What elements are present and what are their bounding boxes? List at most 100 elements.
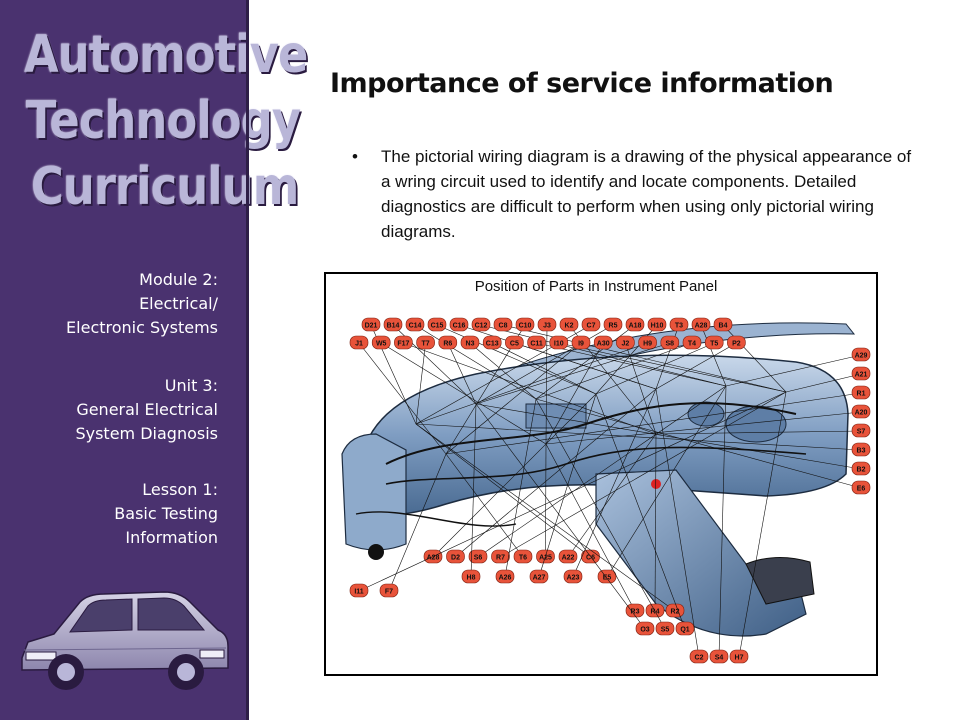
connector-tag: D2 bbox=[446, 388, 657, 564]
svg-text:A28: A28 bbox=[427, 555, 440, 562]
svg-text:B4: B4 bbox=[719, 323, 728, 330]
connector-tag: S4 bbox=[709, 385, 729, 664]
svg-text:B3: B3 bbox=[857, 448, 866, 455]
connector-tag: H7 bbox=[729, 391, 787, 664]
connector-tag: A23 bbox=[563, 388, 657, 584]
svg-text:S8: S8 bbox=[666, 341, 675, 348]
connector-tag: R7 bbox=[491, 391, 787, 564]
connector-tag: T5 bbox=[595, 335, 724, 395]
connector-tag: I10 bbox=[549, 335, 787, 393]
connector-tag: S6 bbox=[468, 385, 727, 564]
lesson-line-2: Information bbox=[125, 528, 218, 547]
connector-tag: D21 bbox=[361, 317, 417, 425]
svg-text:N3: N3 bbox=[466, 341, 475, 348]
connector-tag: A26 bbox=[495, 398, 537, 584]
svg-text:I11: I11 bbox=[354, 589, 363, 596]
svg-text:A23: A23 bbox=[567, 575, 580, 582]
svg-text:C5: C5 bbox=[510, 341, 519, 348]
connector-tag: W5 bbox=[371, 335, 547, 445]
connector-tag: K2 bbox=[559, 317, 657, 435]
svg-text:D2: D2 bbox=[451, 555, 460, 562]
unit-line-2: System Diagnosis bbox=[75, 424, 218, 443]
connector-tag: A29 bbox=[725, 347, 871, 387]
connector-tag: A21 bbox=[785, 366, 871, 393]
svg-text:C12: C12 bbox=[475, 323, 488, 330]
module-line-1: Electrical/ bbox=[139, 294, 218, 313]
svg-text:A18: A18 bbox=[629, 323, 642, 330]
svg-text:F7: F7 bbox=[385, 589, 393, 596]
svg-text:A30: A30 bbox=[597, 341, 610, 348]
connector-tag: H8 bbox=[461, 403, 481, 584]
connector-tag: A22 bbox=[558, 433, 657, 564]
car-illustration bbox=[21, 591, 229, 690]
connector-tag: N3 bbox=[460, 335, 537, 400]
connector-tag: J2 bbox=[616, 335, 657, 435]
bullet-text: The pictorial wiring diagram is a drawin… bbox=[381, 147, 912, 241]
svg-text:C13: C13 bbox=[486, 341, 499, 348]
svg-text:C6: C6 bbox=[586, 555, 595, 562]
svg-text:A22: A22 bbox=[562, 555, 575, 562]
brand-line-1: Automotive bbox=[24, 25, 308, 85]
lesson-line-1: Basic Testing bbox=[114, 504, 218, 523]
svg-text:H7: H7 bbox=[735, 655, 744, 662]
svg-text:F17: F17 bbox=[397, 341, 409, 348]
svg-text:C10: C10 bbox=[519, 323, 532, 330]
bullet-icon: • bbox=[352, 147, 358, 166]
connector-tag: H9 bbox=[415, 335, 657, 425]
svg-text:S7: S7 bbox=[857, 429, 866, 436]
connector-tag: C8 bbox=[493, 317, 787, 393]
svg-text:C15: C15 bbox=[431, 323, 444, 330]
lesson-label: Lesson 1: bbox=[142, 480, 218, 499]
wiring-diagram-figure: Position of Parts in Instrument Panel bbox=[324, 272, 878, 676]
svg-text:O3: O3 bbox=[640, 627, 649, 634]
figure-title: Position of Parts in Instrument Panel bbox=[474, 278, 718, 295]
sidebar-divider bbox=[246, 0, 249, 720]
unit-line-1: General Electrical bbox=[76, 400, 218, 419]
svg-text:W5: W5 bbox=[376, 341, 387, 348]
svg-text:S4: S4 bbox=[715, 655, 724, 662]
svg-text:C11: C11 bbox=[530, 341, 543, 348]
connector-tag: T6 bbox=[445, 453, 533, 564]
svg-text:R6: R6 bbox=[443, 341, 452, 348]
svg-text:R1: R1 bbox=[857, 391, 866, 398]
svg-text:T6: T6 bbox=[519, 555, 527, 562]
connector-tag: P2 bbox=[655, 335, 746, 390]
svg-text:R2: R2 bbox=[671, 609, 680, 616]
brand-line-3: Curriculum bbox=[30, 157, 299, 217]
connector-tag: S8 bbox=[475, 335, 680, 405]
connector-tag: C2 bbox=[655, 388, 709, 664]
connector-tag: O3 bbox=[475, 403, 655, 636]
svg-text:J1: J1 bbox=[355, 341, 363, 348]
connector-tag: A27 bbox=[529, 393, 597, 584]
svg-text:B2: B2 bbox=[857, 467, 866, 474]
connector-tag: C13 bbox=[482, 335, 597, 395]
connector-tag: B2 bbox=[475, 403, 871, 476]
connector-tag: T4 bbox=[535, 335, 702, 400]
lesson-info: Lesson 1: Basic Testing Information bbox=[8, 478, 218, 550]
connector-tag: R1 bbox=[445, 385, 871, 455]
svg-text:S6: S6 bbox=[474, 555, 483, 562]
svg-text:I9: I9 bbox=[578, 341, 584, 348]
connector-tag: A20 bbox=[545, 404, 871, 445]
connector-tag: E6 bbox=[535, 398, 871, 495]
svg-text:C16: C16 bbox=[453, 323, 466, 330]
svg-text:H10: H10 bbox=[651, 323, 664, 330]
svg-text:T3: T3 bbox=[675, 323, 683, 330]
svg-text:A26: A26 bbox=[499, 575, 512, 582]
unit-label: Unit 3: bbox=[164, 376, 218, 395]
svg-text:R5: R5 bbox=[609, 323, 618, 330]
svg-text:B14: B14 bbox=[387, 323, 400, 330]
connector-tag: I9 bbox=[445, 335, 591, 455]
svg-text:T4: T4 bbox=[688, 341, 696, 348]
svg-text:C14: C14 bbox=[409, 323, 422, 330]
connector-tag: R5 bbox=[475, 317, 623, 405]
connector-tag: J3 bbox=[537, 317, 557, 445]
module-info: Module 2: Electrical/ Electronic Systems bbox=[8, 268, 218, 340]
svg-text:Q1: Q1 bbox=[680, 627, 689, 634]
connector-tag: A28 bbox=[691, 317, 727, 387]
connector-tag: B3 bbox=[415, 423, 871, 457]
svg-text:C2: C2 bbox=[695, 655, 704, 662]
svg-text:R4: R4 bbox=[651, 609, 660, 616]
svg-text:S5: S5 bbox=[661, 627, 670, 634]
